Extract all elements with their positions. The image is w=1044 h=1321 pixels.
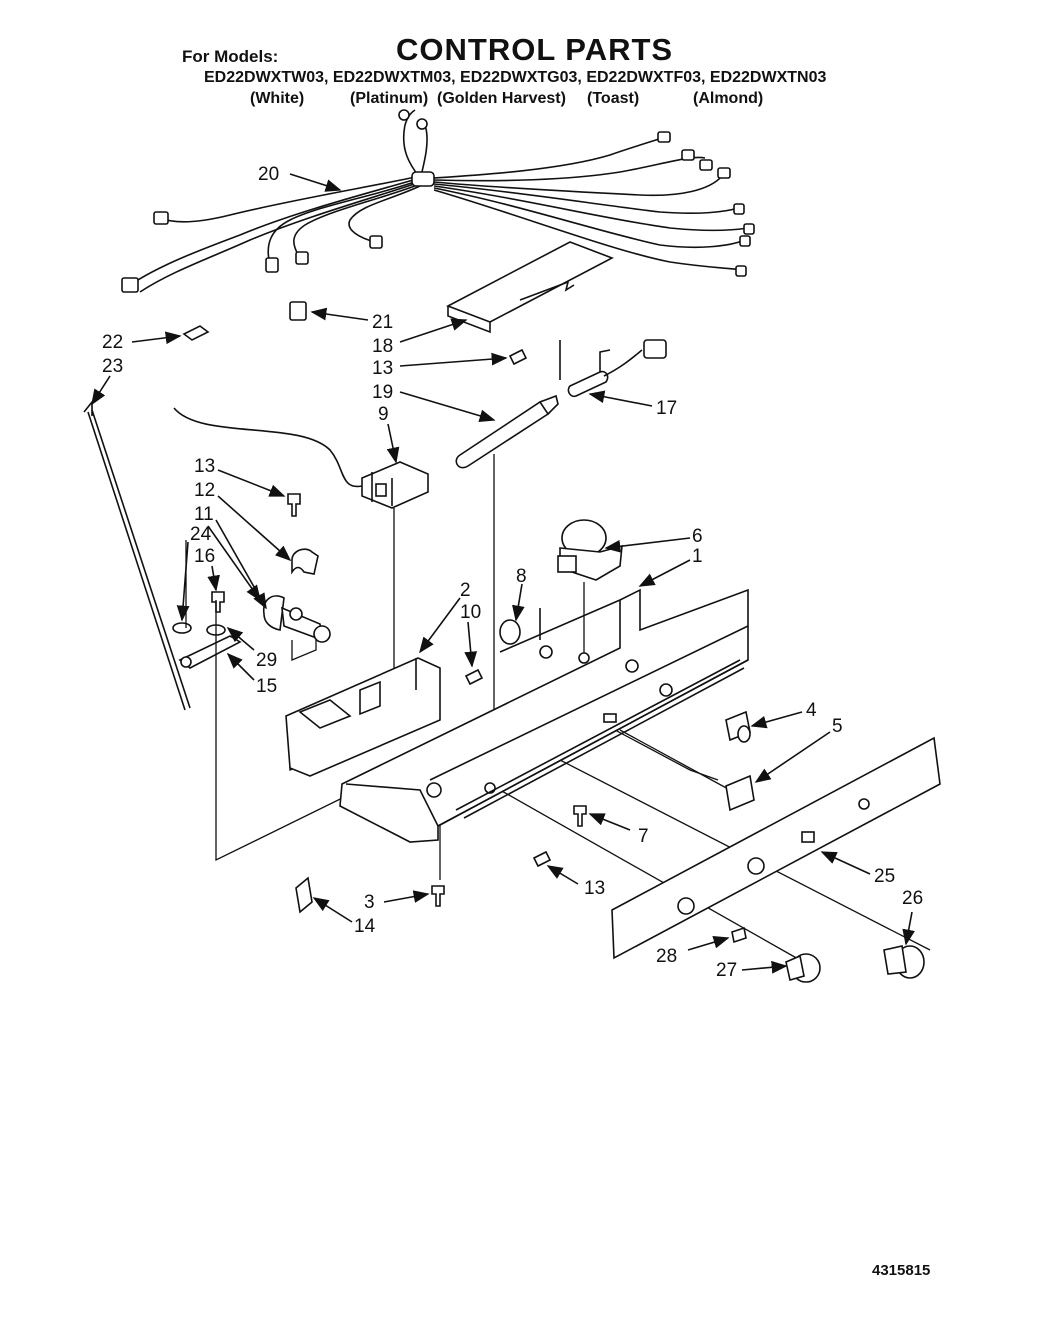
callout-13-lower: 13 (584, 878, 605, 899)
control-rod (87, 409, 191, 711)
callout-11: 11 (194, 504, 214, 525)
callout-20: 20 (258, 164, 279, 185)
callout-23: 23 (102, 356, 123, 377)
screw-part-7 (573, 805, 587, 827)
switch-part-5 (725, 774, 755, 812)
callout-19: 19 (372, 382, 393, 403)
callout-25: 25 (874, 866, 895, 887)
knob-part-8 (499, 619, 521, 645)
callout-29: 29 (256, 650, 277, 671)
callout-28: 28 (656, 946, 677, 967)
for-models-label: For Models: (182, 47, 279, 66)
screw-part-3 (431, 885, 445, 907)
callout-3: 3 (364, 892, 375, 913)
control-housing-part-1 (339, 588, 749, 843)
callout-5: 5 (832, 716, 843, 737)
callout-26: 26 (902, 888, 923, 909)
screw-part-13-upper (508, 348, 528, 366)
callout-13-upper: 13 (372, 358, 393, 379)
callout-12: 12 (194, 480, 215, 501)
color-platinum: (Platinum) (350, 90, 429, 107)
defrost-timer-part-6 (557, 519, 623, 581)
callout-8: 8 (516, 566, 527, 587)
callout-4: 4 (806, 700, 817, 721)
page-title: CONTROL PARTS (396, 32, 674, 67)
color-almond: (Almond) (693, 90, 764, 107)
knob-part-26 (883, 945, 925, 979)
callout-21: 21 (372, 312, 393, 333)
callout-24: 24 (190, 524, 212, 545)
screw-part-13-left (287, 493, 301, 517)
callout-13-left: 13 (194, 456, 215, 477)
wire-harness (121, 109, 755, 293)
callout-10: 10 (460, 602, 481, 623)
screw-part-13-lower (532, 850, 552, 868)
callout-15: 15 (256, 676, 277, 697)
callout-17: 17 (656, 398, 677, 419)
clip-part-28 (731, 926, 747, 944)
model-list: ED22DWXTW03, ED22DWXTM03, ED22DWXTG03, E… (204, 69, 827, 86)
color-toast: (Toast) (587, 90, 640, 107)
damper-control-part-11 (262, 595, 331, 643)
control-panel-part-25 (611, 736, 941, 960)
clip-part-21 (289, 301, 307, 321)
callout-18: 18 (372, 336, 393, 357)
callout-2: 2 (460, 580, 471, 601)
callout-1: 1 (692, 546, 703, 567)
thermostat-part-9 (361, 461, 429, 509)
callout-16: 16 (194, 546, 215, 567)
washer-part-24 (172, 622, 192, 634)
knob-part-27 (785, 953, 821, 983)
callout-6: 6 (692, 526, 703, 547)
callout-22: 22 (102, 332, 123, 353)
color-golden-harvest: (Golden Harvest) (437, 90, 566, 107)
control-cover (446, 241, 614, 334)
clip-part-22 (182, 325, 210, 341)
screw-part-16 (211, 591, 225, 613)
callout-14: 14 (354, 916, 376, 937)
clip-part-14 (295, 876, 313, 914)
leader-lines (91, 173, 915, 974)
callout-labels: 20 21 18 22 23 13 19 17 9 13 12 11 24 16… (102, 164, 923, 981)
callout-7: 7 (638, 826, 649, 847)
bracket-part-12 (291, 548, 319, 575)
callout-9: 9 (378, 404, 389, 425)
color-white: (White) (250, 90, 305, 107)
document-number: 4315815 (872, 1262, 931, 1279)
screw-part-10 (464, 668, 484, 686)
sensor-assembly (455, 339, 667, 469)
bracket-part-2 (285, 657, 441, 777)
callout-27: 27 (716, 960, 737, 981)
